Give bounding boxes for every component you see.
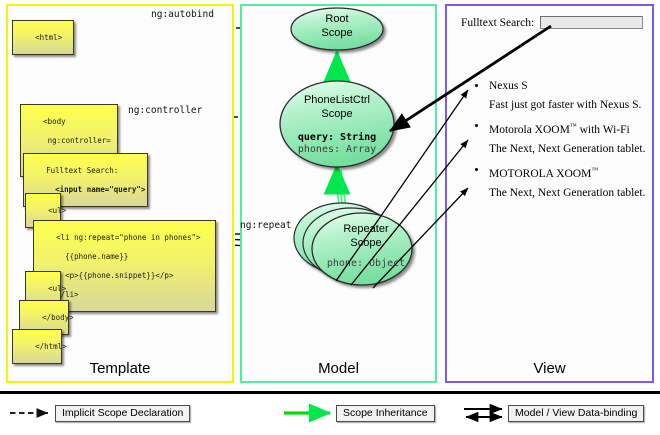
code-line: <ul> [48, 283, 67, 293]
databinding-phone-arrow-3 [372, 187, 469, 289]
view-panel-content: Fulltext Search: Nexus S Fast just got f… [449, 8, 650, 378]
view-search-row: Fulltext Search: [461, 16, 644, 29]
edge-label-ng-repeat: ng:repeat [240, 220, 292, 231]
root-scope-line1: Root [325, 13, 348, 25]
edge-label-ng-controller: ng:controller [128, 105, 203, 116]
legend-scope-inheritance: Scope Inheritance [336, 405, 435, 422]
code-line: {{phone.name}} [56, 251, 129, 261]
code-line: </html> [35, 341, 67, 351]
view-phone-list: Nexus S Fast just got faster with Nexus … [475, 80, 655, 208]
code-line: Fulltext Search: [46, 165, 119, 175]
repeater-scope-line1: Repeater [343, 223, 389, 235]
trademark-icon: ™ [569, 122, 577, 130]
bullet-icon [475, 124, 478, 127]
column-label-view: View [533, 360, 566, 377]
phone-name: Nexus S [489, 80, 528, 92]
phonelistctrl-scope-prop-phones: phones: Array [298, 144, 376, 155]
view-search-label: Fulltext Search: [461, 16, 535, 29]
list-item[interactable]: Nexus S Fast just got faster with Nexus … [475, 80, 655, 112]
code-line: <body [43, 116, 66, 126]
legend-model-view-data-binding: Model / View Data-binding [508, 405, 645, 422]
code-line: </body> [42, 312, 74, 322]
repeater-scope-node [311, 212, 413, 286]
code-box-html-close: </html> [12, 329, 67, 364]
phone-name-row: Motorola XOOM™ with Wi-Fi [489, 120, 655, 137]
list-item[interactable]: MOTOROLA XOOM™ The Next, Next Generation… [475, 164, 655, 200]
code-box-body-close: </body> [19, 300, 74, 335]
edge-label-ng-autobind: ng:autobind [151, 9, 214, 20]
legend-marker-double-arrow [464, 403, 503, 423]
code-line: ng:controller= [43, 135, 111, 145]
phonelistctrl-scope-line1: PhoneListCtrl [304, 94, 370, 106]
phone-name-row: MOTOROLA XOOM™ [489, 164, 655, 181]
code-line-bold: <input name="query"> [46, 184, 146, 194]
phone-name: Motorola XOOM [489, 123, 570, 136]
phonelistctrl-scope-line2: Scope [321, 108, 352, 120]
code-line: <ul> [48, 205, 67, 215]
phone-snippet: The Next, Next Generation tablet. [489, 186, 646, 199]
column-label-model: Model [318, 360, 359, 377]
trademark-icon: ™ [591, 165, 599, 174]
repeater-scope-line2: Scope [350, 237, 381, 249]
bullet-icon [475, 84, 478, 87]
databinding-query-arrow [389, 24, 552, 133]
code-box-fulltext-search: Fulltext Search: <input name="query"> [23, 153, 148, 207]
repeater-scope-prop-phone: phone: Object [327, 258, 405, 269]
legend-divider [0, 391, 660, 394]
phonelistctrl-scope-prop-query: query: String [298, 131, 376, 143]
code-box-ul-close: <ul> [25, 271, 66, 306]
column-view [445, 4, 654, 383]
phone-snippet: Fast just got faster with Nexus S. [489, 99, 642, 111]
code-box-li-ng-repeat: <li ng:repeat="phone in phones"> {{phone… [33, 220, 216, 312]
databinding-phone-arrow-2 [350, 139, 469, 286]
databinding-phone-arrow-1 [335, 89, 469, 282]
legend-implicit-scope-declaration: Implicit Scope Declaration [55, 405, 191, 422]
phone-snippet: The Next, Next Generation tablet. [489, 142, 646, 155]
code-line: <li ng:repeat="phone in phones"> [56, 232, 201, 242]
list-item[interactable]: Motorola XOOM™ with Wi-Fi The Next, Next… [475, 120, 655, 156]
view-search-input[interactable] [540, 16, 644, 29]
code-box-html-open: <html> [12, 20, 74, 55]
column-label-template: Template [89, 360, 151, 377]
phone-name-suffix: with Wi-Fi [576, 123, 630, 136]
code-line: </li> [56, 289, 79, 299]
phone-name: MOTOROLA XOOM [489, 167, 592, 180]
bullet-icon [475, 167, 478, 171]
code-line: <p>{{phone.snippet}}</p> [56, 270, 174, 280]
code-line: <html> [35, 32, 63, 42]
root-scope-line2: Scope [321, 27, 352, 39]
